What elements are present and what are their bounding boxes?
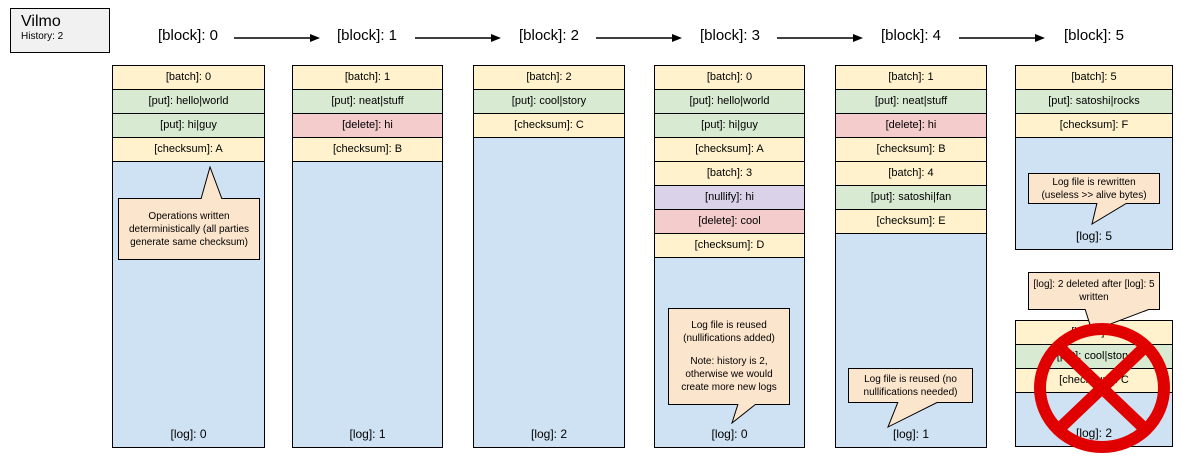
block-5-callout: Log file is rewritten (useless >> alive …: [1028, 173, 1160, 204]
callout-tail: [731, 404, 757, 424]
op-row: [checksum]: F: [1016, 114, 1172, 138]
flow-arrow: [415, 34, 501, 42]
op-row: [batch]: 1: [836, 66, 986, 90]
history-setting: History: 2: [21, 31, 64, 42]
flow-arrow: [777, 34, 863, 42]
block-1-header: [block]: 1: [336, 27, 398, 44]
op-row: [put]: satoshi|fan: [836, 186, 986, 210]
op-row: [put]: neat|stuff: [836, 90, 986, 114]
log-label: [log]: 5: [1075, 229, 1113, 243]
block-2-column: [batch]: 2 [put]: cool|story [checksum]:…: [473, 65, 625, 448]
op-row: [checksum]: B: [836, 138, 986, 162]
log-label: [log]: 1: [349, 427, 386, 441]
log-label: [log]: 0: [170, 427, 207, 441]
vilmo-legend-box: Vilmo History: 2: [10, 8, 110, 53]
flow-arrow: [596, 34, 682, 42]
op-row: [checksum]: D: [655, 234, 804, 258]
block-4-callout: Log file is reused (no nullifications ne…: [848, 368, 973, 403]
op-row: [checksum]: E: [836, 210, 986, 234]
op-row: [batch]: 4: [836, 162, 986, 186]
op-row: [batch]: 0: [113, 66, 264, 90]
op-row: [checksum]: A: [113, 138, 264, 162]
op-row: [put]: hello|world: [113, 90, 264, 114]
log-file-body: [log]: 1: [293, 162, 442, 447]
op-row: [put]: satoshi|rocks: [1016, 90, 1172, 114]
block-2-header: [block]: 2: [518, 27, 580, 44]
callout-tail: [887, 402, 939, 428]
callout-tail: [200, 166, 223, 199]
op-row: [batch]: 5: [1016, 66, 1172, 90]
callout-tail: [1091, 203, 1128, 225]
op-row: [put]: cool|story: [474, 90, 624, 114]
callout-text: Note: history is 2, otherwise we would c…: [681, 356, 777, 393]
log-label: [log]: 2: [1075, 426, 1113, 440]
op-row: [delete]: cool: [655, 210, 804, 234]
callout-text: Log file is reused (nullifications added…: [683, 320, 775, 344]
op-row: [put]: neat|stuff: [293, 90, 442, 114]
op-row: [checksum]: A: [655, 138, 804, 162]
app-title: Vilmo: [21, 13, 61, 30]
op-row: [batch]: 2: [474, 66, 624, 90]
prohibition-x-icon: [1034, 323, 1170, 453]
deleted-log-callout: [log]: 2 deleted after [log]: 5 written: [1028, 272, 1160, 310]
op-row: [put]: hi|guy: [113, 114, 264, 138]
op-row: [put]: hello|world: [655, 90, 804, 114]
block-0-callout: Operations written deterministically (al…: [118, 198, 260, 260]
op-row: [delete]: hi: [836, 114, 986, 138]
op-row: [checksum]: B: [293, 138, 442, 162]
op-row: [checksum]: C: [474, 114, 624, 138]
block-0-header: [block]: 0: [157, 27, 219, 44]
block-1-column: [batch]: 1 [put]: neat|stuff [delete]: h…: [292, 65, 443, 448]
log-label: [log]: 1: [892, 427, 930, 441]
log-label: [log]: 0: [711, 427, 748, 441]
op-row: [batch]: 1: [293, 66, 442, 90]
op-row: [put]: hi|guy: [655, 114, 804, 138]
block-3-header: [block]: 3: [699, 27, 761, 44]
op-row: [delete]: hi: [293, 114, 442, 138]
log-file-body: [log]: 2: [474, 138, 624, 447]
log-label: [log]: 2: [530, 427, 568, 441]
block-3-callout: Log file is reused (nullifications added…: [668, 308, 790, 405]
op-row: [batch]: 0: [655, 66, 804, 90]
block-4-header: [block]: 4: [880, 27, 942, 44]
block-5-header: [block]: 5: [1063, 27, 1125, 44]
op-row: [nullify]: hi: [655, 186, 804, 210]
op-row: [batch]: 3: [655, 162, 804, 186]
flow-arrow: [234, 34, 320, 42]
flow-arrow: [959, 34, 1045, 42]
